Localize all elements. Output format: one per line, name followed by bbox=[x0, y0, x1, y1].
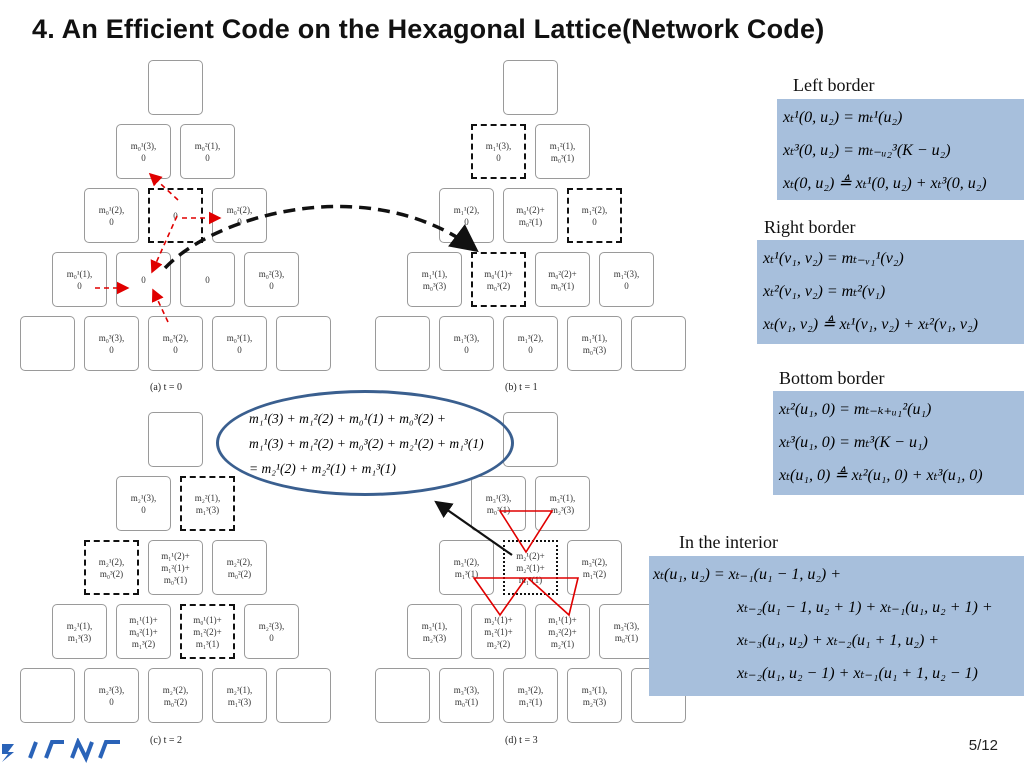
lattice-cell: m₁¹(2)+ m₁²(1)+ m₀³(1) bbox=[148, 540, 203, 595]
lattice-cell: m₁¹(3), 0 bbox=[471, 124, 526, 179]
lattice-cell: m₂¹(1), m₁³(3) bbox=[52, 604, 107, 659]
lattice-cell: 0 bbox=[116, 252, 171, 307]
lattice-cell: m₀¹(1)+ m₁²(2)+ m₁³(1) bbox=[180, 604, 235, 659]
lattice-cell: m₀¹(2), 0 bbox=[84, 188, 139, 243]
formula-oval: m₁¹(3) + m₁²(2) + m₀¹(1) + m₀³(2) + m₁¹(… bbox=[216, 390, 514, 496]
lattice-cell: m₂²(3), 0 bbox=[244, 604, 299, 659]
lattice-cell: 0 bbox=[180, 252, 235, 307]
lattice-cell bbox=[148, 412, 203, 467]
lattice-cell bbox=[375, 668, 430, 723]
lattice-cell bbox=[20, 668, 75, 723]
lattice-cell: m₂²(2), m₀²(2) bbox=[212, 540, 267, 595]
left-border-eq-1: xₜ¹(0, u₂) = mₜ¹(u₂) bbox=[783, 109, 903, 126]
left-border-equations: xₜ¹(0, u₂) = mₜ¹(u₂) xₜ³(0, u₂) = mₜ₋ᵤ₂³… bbox=[777, 99, 1024, 200]
interior-label: In the interior bbox=[679, 532, 778, 552]
lattice-cell bbox=[276, 668, 331, 723]
lattice-cell: m₂³(1), m₁²(3) bbox=[212, 668, 267, 723]
lattice-cell: m₁¹(1), m₀³(3) bbox=[407, 252, 462, 307]
lattice-cell: m₁¹(2), 0 bbox=[439, 188, 494, 243]
lattice-cell: m₃¹(3), m₀³(1) bbox=[471, 476, 526, 531]
lattice-cell: m₀³(1), 0 bbox=[212, 316, 267, 371]
lattice-cell bbox=[276, 316, 331, 371]
lattice-cell bbox=[503, 60, 558, 115]
right-border-eq-2: xₜ²(v₁, v₂) = mₜ²(v₁) bbox=[763, 283, 886, 300]
lattice-cell bbox=[631, 316, 686, 371]
lattice-cell: m₀¹(1), 0 bbox=[52, 252, 107, 307]
bottom-border-eq-3: xₜ(u₁, 0) ≜ xₜ²(u₁, 0) + xₜ³(u₁, 0) bbox=[779, 467, 983, 484]
page-number: 5/12 bbox=[968, 737, 998, 754]
lattice-cell: m₃³(1), m₂²(3) bbox=[567, 668, 622, 723]
lattice-cell: m₂¹(2), m₀³(2) bbox=[84, 540, 139, 595]
bottom-border-eq-2: xₜ³(u₁, 0) = mₜ³(K − u₁) bbox=[779, 434, 928, 451]
lattice-cell: m₃²(3), m₀²(1) bbox=[599, 604, 654, 659]
interior-equations: xₜ(u₁, u₂) = xₜ₋₁(u₁ − 1, u₂) + xₜ₋₂(u₁ … bbox=[649, 556, 1024, 696]
bottom-border-equations: xₜ²(u₁, 0) = mₜ₋ₖ₊ᵤ₁²(u₁) xₜ³(u₁, 0) = m… bbox=[773, 391, 1024, 495]
lattice-cell: m₁¹(1)+ m₂²(2)+ m₂³(1) bbox=[535, 604, 590, 659]
lattice-cell: m₃³(3), m₀²(1) bbox=[439, 668, 494, 723]
lattice-cell: m₀²(3), 0 bbox=[244, 252, 299, 307]
university-logo bbox=[2, 738, 120, 763]
caption-d: (d) t = 3 bbox=[505, 735, 538, 746]
lattice-cell: m₀²(2), 0 bbox=[212, 188, 267, 243]
right-border-equations: xₜ¹(v₁, v₂) = mₜ₋ᵥ₁¹(v₂) xₜ²(v₁, v₂) = m… bbox=[757, 240, 1024, 344]
right-border-label: Right border bbox=[764, 217, 856, 237]
oval-line-3: = m₂¹(2) + m₂²(1) + m₁³(1) bbox=[249, 461, 396, 476]
right-border-eq-1: xₜ¹(v₁, v₂) = mₜ₋ᵥ₁¹(v₂) bbox=[763, 250, 904, 267]
left-border-eq-2: xₜ³(0, u₂) = mₜ₋ᵤ₂³(K − u₂) bbox=[783, 142, 951, 159]
lattice-cell: m₁²(2), 0 bbox=[567, 188, 622, 243]
lattice-cell bbox=[375, 316, 430, 371]
lattice-cell: m₃¹(2), m₁³(1) bbox=[439, 540, 494, 595]
lattice-cell: m₂¹(2)+ m₂²(1)+ m₁³(1) bbox=[503, 540, 558, 595]
right-border-eq-3: xₜ(v₁, v₂) ≜ xₜ¹(v₁, v₂) + xₜ²(v₁, v₂) bbox=[763, 316, 978, 333]
lattice-cell: m₁²(3), 0 bbox=[599, 252, 654, 307]
caption-a: (a) t = 0 bbox=[150, 382, 183, 393]
lattice-cell: m₃²(2), m₁²(2) bbox=[567, 540, 622, 595]
lattice-cell: m₂¹(3), 0 bbox=[116, 476, 171, 531]
lattice-cell: m₁³(3), 0 bbox=[439, 316, 494, 371]
lattice-cell: m₂³(2), m₀²(2) bbox=[148, 668, 203, 723]
lattice-cell: m₃³(2), m₁²(1) bbox=[503, 668, 558, 723]
interior-eq-2: xₜ₋₂(u₁ − 1, u₂ + 1) + xₜ₋₁(u₁, u₂ + 1) … bbox=[737, 599, 993, 616]
lattice-cell: m₃²(1), m₂³(3) bbox=[535, 476, 590, 531]
lattice-cell bbox=[20, 316, 75, 371]
lattice-cell: m₂²(1), m₁³(3) bbox=[180, 476, 235, 531]
lattice-cell: m₂¹(1)+ m₁²(1)+ m₂³(2) bbox=[471, 604, 526, 659]
lattice-cell: m₁²(1), m₀³(1) bbox=[535, 124, 590, 179]
lattice-cell: m₁³(2), 0 bbox=[503, 316, 558, 371]
interior-eq-1: xₜ(u₁, u₂) = xₜ₋₁(u₁ − 1, u₂) + bbox=[653, 566, 842, 583]
caption-c: (c) t = 2 bbox=[150, 735, 183, 746]
interior-eq-4: xₜ₋₂(u₁, u₂ − 1) + xₜ₋₁(u₁ + 1, u₂ − 1) bbox=[737, 665, 978, 682]
lattice-cell: m₃¹(1), m₂³(3) bbox=[407, 604, 462, 659]
interior-eq-3: xₜ₋₃(u₁, u₂) + xₜ₋₂(u₁ + 1, u₂) + bbox=[737, 632, 940, 649]
lattice-cell: m₀²(1), 0 bbox=[180, 124, 235, 179]
left-border-label: Left border bbox=[793, 75, 875, 95]
caption-b: (b) t = 1 bbox=[505, 382, 538, 393]
lattice-cell: 0 bbox=[148, 188, 203, 243]
bottom-border-label: Bottom border bbox=[779, 368, 885, 388]
slide-title: 4. An Efficient Code on the Hexagonal La… bbox=[32, 14, 825, 44]
lattice-cell: m₁¹(1)+ m₀²(1)+ m₁³(2) bbox=[116, 604, 171, 659]
left-border-eq-3: xₜ(0, u₂) ≜ xₜ¹(0, u₂) + xₜ³(0, u₂) bbox=[783, 175, 987, 192]
lattice-cell: m₀²(2)+ m₀³(1) bbox=[535, 252, 590, 307]
lattice-cell: m₀³(3), 0 bbox=[84, 316, 139, 371]
lattice-cell bbox=[148, 60, 203, 115]
lattice-cell: m₂³(3), 0 bbox=[84, 668, 139, 723]
oval-line-1: m₁¹(3) + m₁²(2) + m₀¹(1) + m₀³(2) + bbox=[249, 411, 446, 426]
lattice-cell: m₁³(1), m₀²(3) bbox=[567, 316, 622, 371]
lattice-cell: m₀¹(1)+ m₀³(2) bbox=[471, 252, 526, 307]
oval-line-2: m₁¹(3) + m₁²(2) + m₀³(2) + m₂¹(2) + m₁³(… bbox=[249, 436, 484, 451]
lattice-cell: m₀¹(3), 0 bbox=[116, 124, 171, 179]
lattice-cell: m₀³(2), 0 bbox=[148, 316, 203, 371]
lattice-cell: m₀¹(2)+ m₀²(1) bbox=[503, 188, 558, 243]
bottom-border-eq-1: xₜ²(u₁, 0) = mₜ₋ₖ₊ᵤ₁²(u₁) bbox=[779, 401, 932, 418]
